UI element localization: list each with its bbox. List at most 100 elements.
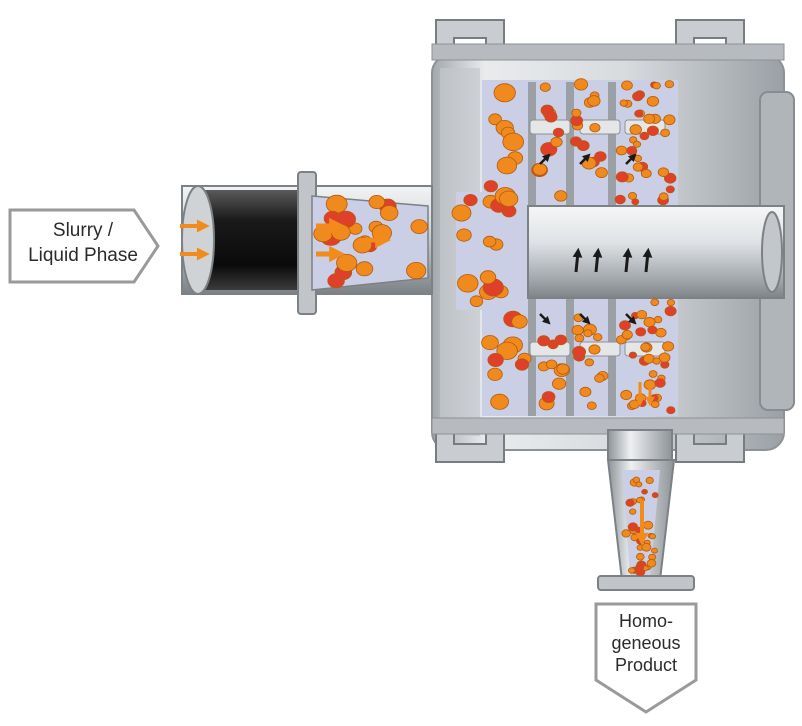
particle: [628, 191, 638, 200]
particle: [654, 378, 666, 388]
particle: [574, 333, 585, 343]
particle: [479, 270, 497, 285]
particle: [554, 190, 568, 202]
particle: [635, 563, 645, 571]
particle: [587, 95, 601, 107]
particle: [634, 109, 644, 118]
particle: [652, 357, 661, 365]
particle: [628, 567, 636, 574]
particle: [635, 552, 645, 561]
particle: [336, 253, 358, 272]
particle: [650, 298, 660, 307]
exit-flow-arrow-icon: [635, 396, 645, 407]
particle: [620, 389, 633, 401]
particle: [589, 122, 601, 133]
particle: [355, 261, 374, 277]
particle: [545, 359, 558, 370]
particle: [588, 344, 601, 355]
particle: [539, 82, 551, 92]
particle: [646, 559, 657, 568]
particle: [664, 172, 677, 184]
exit-flow-arrow-icon: [645, 396, 655, 407]
particle: [666, 406, 676, 415]
particle: [628, 351, 638, 359]
particle: [663, 114, 676, 126]
particle: [456, 228, 472, 242]
particle: [646, 125, 659, 137]
pipe-flow-arrow-icon: [329, 217, 346, 235]
particle: [619, 99, 628, 107]
particle: [621, 529, 631, 538]
particle: [652, 81, 661, 90]
particle: [487, 352, 504, 367]
flow-arrows: [180, 153, 655, 546]
particle: [451, 204, 472, 222]
particle: [570, 136, 583, 147]
particle: [640, 342, 651, 352]
particle: [406, 261, 427, 280]
particle: [571, 325, 584, 336]
particle: [541, 391, 556, 403]
outlet-label-line-3: Product: [614, 655, 678, 675]
particle: [629, 508, 637, 515]
particle: [632, 140, 642, 148]
particle: [594, 373, 605, 383]
outlet-label-line-2: geneous: [611, 633, 681, 653]
upper-flow-arrow-icon: [628, 153, 637, 162]
particle: [573, 78, 589, 91]
particle: [552, 127, 565, 138]
lower-flow-arrow-icon: [628, 316, 637, 325]
particle: [664, 80, 675, 89]
lower-flow-arrow-icon: [582, 316, 591, 325]
rotor-shaft: [527, 205, 785, 299]
upper-flow-arrow-icon: [582, 153, 591, 162]
particle: [572, 345, 586, 358]
particle: [636, 309, 648, 320]
particle: [648, 370, 658, 378]
rotor-flow-arrow-icon: [642, 247, 653, 258]
particle: [615, 171, 629, 183]
particle: [571, 108, 582, 118]
particle: [502, 132, 525, 152]
outlet-flow-arrow-icon: [635, 532, 649, 546]
particle: [511, 314, 528, 329]
particle: [532, 163, 548, 176]
particle: [463, 194, 478, 207]
particle: [496, 156, 518, 175]
particle: [457, 274, 479, 293]
upper-flow-arrow-icon: [542, 153, 551, 162]
inlet-arrow-icon: [8, 208, 160, 284]
particle: [641, 488, 648, 495]
lower-flow-arrow-icon: [542, 316, 551, 325]
particle: [629, 124, 642, 135]
particle: [487, 367, 503, 381]
particle: [621, 80, 633, 91]
pipe-flow-arrow-icon: [329, 245, 346, 263]
particle: [469, 295, 484, 308]
inlet-label-line-2: Liquid Phase: [28, 245, 138, 266]
rotor-flow-arrow-icon: [622, 247, 633, 258]
particle: [621, 330, 633, 340]
particle: [556, 363, 570, 375]
particle: [619, 320, 631, 331]
particle: [645, 476, 654, 484]
particle: [646, 96, 660, 107]
particle: [325, 194, 348, 214]
particle: [483, 180, 498, 193]
inlet-flow-arrow-icon: [196, 219, 210, 233]
particle: [639, 131, 650, 141]
particle: [631, 198, 640, 206]
outlet-arrow-icon: [594, 602, 698, 714]
particle: [551, 377, 567, 390]
pipe-flow-arrow-icon: [375, 231, 392, 249]
particle: [593, 333, 603, 342]
particle: [514, 358, 530, 371]
inlet-flow-arrow-icon: [196, 247, 210, 261]
particle: [410, 219, 428, 235]
particle: [648, 533, 656, 540]
particle: [658, 352, 671, 363]
particle: [647, 325, 658, 335]
particle: [614, 194, 626, 205]
